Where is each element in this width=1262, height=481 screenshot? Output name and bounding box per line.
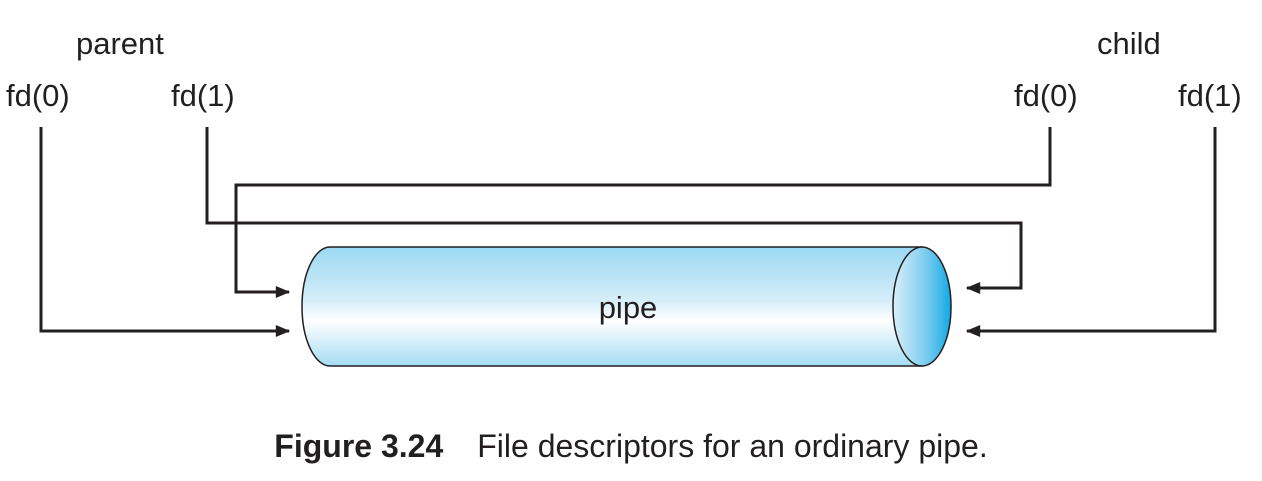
child-fd1-label: fd(1) [1178, 78, 1242, 113]
parent-fd0-line [39, 127, 291, 337]
figure-number: Figure 3.24 [274, 428, 444, 464]
child-fd0-label: fd(0) [1014, 78, 1078, 113]
figure-caption: Figure 3.24 File descriptors for an ordin… [0, 428, 1262, 465]
pipe-body [301, 246, 923, 367]
parent-label: parent [76, 26, 164, 61]
parent-fd1-label: fd(1) [171, 78, 235, 113]
parent-fd0-label: fd(0) [6, 78, 70, 113]
child-fd0-line [234, 127, 1052, 298]
pipe-end-cap [892, 246, 952, 367]
pipe-cylinder [301, 246, 952, 367]
figure-caption-text: File descriptors for an ordinary pipe. [477, 428, 988, 464]
pipe-label: pipe [599, 290, 658, 325]
child-label: child [1097, 26, 1161, 61]
child-fd1-line [965, 127, 1217, 337]
parent-fd1-line [205, 127, 1023, 294]
